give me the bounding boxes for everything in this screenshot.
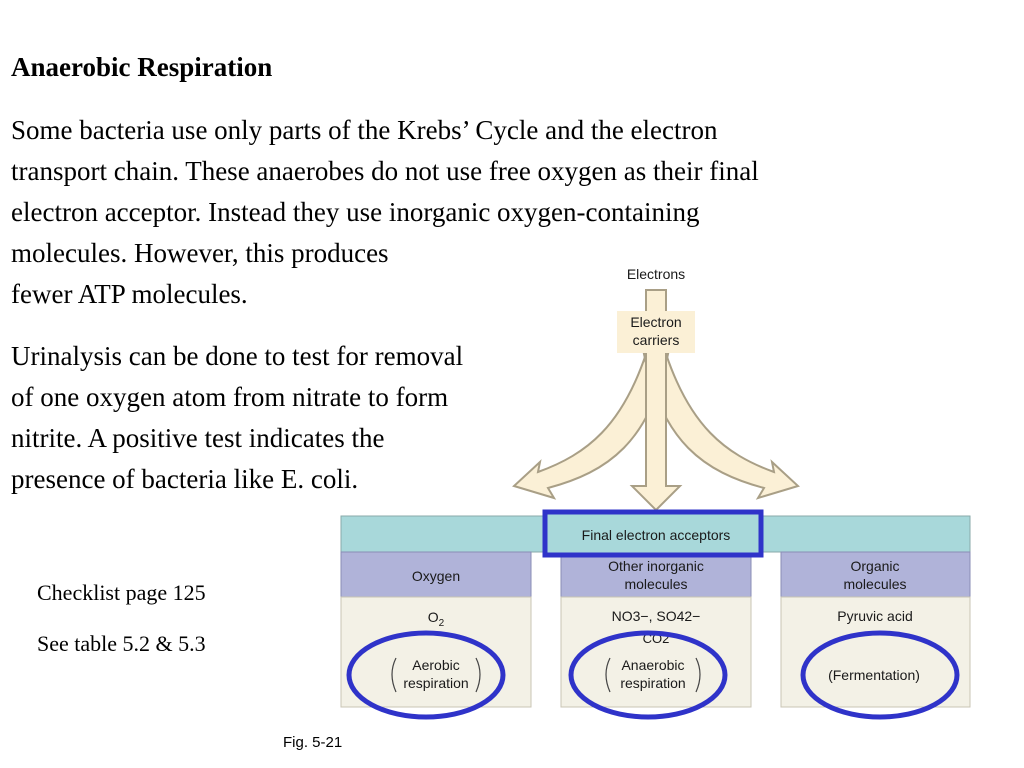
inorganic-header-cell bbox=[560, 551, 752, 598]
right-branch-arrow bbox=[642, 353, 800, 500]
intro-line: Some bacteria use only parts of the Kreb… bbox=[11, 115, 718, 145]
intro-line: electron acceptor. Instead they use inor… bbox=[11, 197, 700, 227]
electrons-label: Electrons bbox=[627, 266, 685, 282]
urinalysis-line: presence of bacteria like E. coli. bbox=[11, 464, 359, 494]
organic-molecule: Pyruvic acid bbox=[837, 608, 912, 624]
slide-title: Anaerobic Respiration bbox=[11, 52, 273, 82]
intro-line: transport chain. These anaerobes do not … bbox=[11, 156, 759, 186]
organic-header-cell bbox=[780, 551, 971, 598]
urinalysis-line: Urinalysis can be done to test for remov… bbox=[11, 341, 464, 371]
electron-flow-arrows bbox=[512, 289, 800, 512]
inorganic-molecules: NO3−, SO42− bbox=[612, 608, 701, 624]
aerobic-highlight-oval bbox=[346, 630, 506, 720]
oxygen-header-label: Oxygen bbox=[412, 568, 460, 584]
carriers-label-line1: Electron bbox=[630, 314, 681, 330]
fermentation-highlight-oval bbox=[800, 630, 960, 720]
inorganic-header-line2: molecules bbox=[624, 576, 687, 592]
urinalysis-line: nitrite. A positive test indicates the bbox=[11, 423, 385, 453]
organic-header-line2: molecules bbox=[843, 576, 906, 592]
intro-paragraph: Some bacteria use only parts of the Kreb… bbox=[11, 110, 981, 315]
aerobic-label-line1: Aerobic bbox=[412, 657, 459, 673]
anaerobic-label-line2: respiration bbox=[620, 675, 685, 691]
left-branch-arrow bbox=[512, 353, 670, 500]
anaerobic-highlight-oval bbox=[568, 630, 728, 720]
intro-line: fewer ATP molecules. bbox=[11, 279, 248, 309]
urinalysis-paragraph: Urinalysis can be done to test for remov… bbox=[11, 336, 611, 500]
organic-header-line1: Organic bbox=[850, 558, 899, 574]
intro-line: molecules. However, this produces bbox=[11, 238, 389, 268]
checklist-note: Checklist page 125 bbox=[37, 580, 206, 605]
anaerobic-label-line1: Anaerobic bbox=[621, 657, 684, 673]
figure-label: Fig. 5-21 bbox=[283, 734, 343, 751]
aerobic-label-line2: respiration bbox=[403, 675, 468, 691]
acceptor-header-highlight bbox=[542, 509, 764, 558]
fermentation-label: (Fermentation) bbox=[828, 667, 920, 683]
inorganic-header-line1: Other inorganic bbox=[608, 558, 704, 574]
oxygen-molecule: O2 bbox=[428, 609, 445, 629]
carriers-label-line2: carriers bbox=[633, 332, 680, 348]
oxygen-header-cell bbox=[340, 551, 532, 598]
acceptor-header-label: Final electron acceptors bbox=[582, 527, 731, 543]
urinalysis-line: of one oxygen atom from nitrate to form bbox=[11, 382, 449, 412]
see-table-note: See table 5.2 & 5.3 bbox=[37, 631, 206, 656]
